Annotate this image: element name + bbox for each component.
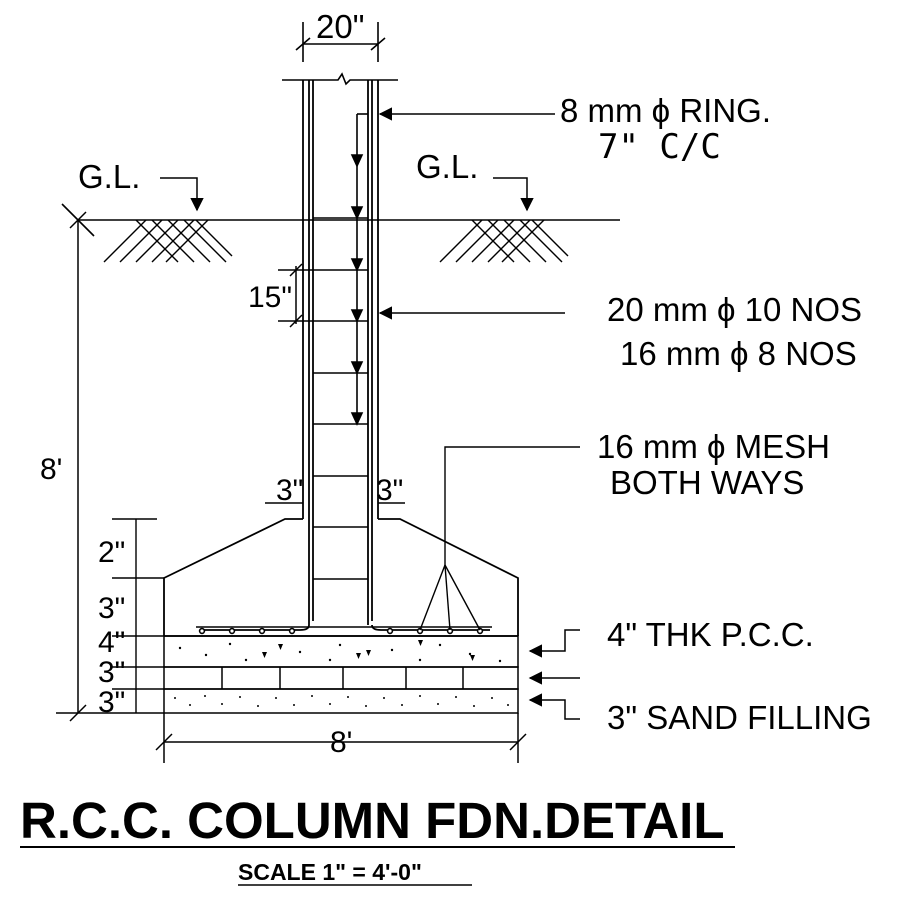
mesh-label: 16 mm ϕ MESH <box>597 428 830 465</box>
footing <box>163 518 519 637</box>
ring-stirrups <box>313 217 368 580</box>
layer-4-label: 4" <box>98 626 125 659</box>
pcc-label: 4" THK P.C.C. <box>607 616 814 653</box>
soil-hatch-left <box>103 219 233 263</box>
ring-label: 8 mm ϕ RING. <box>560 92 771 129</box>
layer-2-label: 2" <box>98 536 125 569</box>
ground-level-label-right: G.L. <box>416 148 478 185</box>
pcc-aggregate <box>178 640 502 663</box>
bars-label-16mm: 16 mm ϕ 8 NOS <box>620 335 857 372</box>
layer-3c-label: 3" <box>98 686 125 719</box>
footing-width-dimension <box>155 713 527 763</box>
footing-width-label: 8' <box>330 726 352 759</box>
ring-spacing-label: 15" <box>248 281 292 314</box>
layer-3-label: 3" <box>98 592 125 625</box>
mesh-leader <box>419 446 580 631</box>
offset-right-label: 3" <box>376 474 403 507</box>
bars-label-20mm: 20 mm ϕ 10 NOS <box>607 291 862 328</box>
column <box>200 80 490 631</box>
ring-spacing-text: 7" C/C <box>598 127 721 167</box>
mesh-bars <box>196 626 492 635</box>
gl-leader-left <box>160 177 204 212</box>
drawing-scale: SCALE 1" = 4'-0" <box>238 859 422 885</box>
sand-layer <box>163 688 519 714</box>
ring-spacing-dimension <box>278 263 313 328</box>
soil-hatch-right <box>439 219 569 263</box>
pcc-sand-leaders <box>528 629 580 720</box>
pcc-layer <box>163 635 519 668</box>
gl-leader-right <box>493 177 534 212</box>
ground-level-label-left: G.L. <box>78 158 140 195</box>
column-width-label: 20" <box>316 8 364 45</box>
sand-dots <box>174 695 509 707</box>
layer-3b-label: 3" <box>98 656 125 689</box>
depth-dimension <box>56 211 164 722</box>
break-line <box>282 72 398 86</box>
layer-dimensions <box>112 518 164 713</box>
drawing-title: R.C.C. COLUMN FDN.DETAIL <box>20 792 725 849</box>
depth-label: 8' <box>40 453 62 486</box>
ring-arrows <box>350 113 368 426</box>
mesh-label-both-ways: BOTH WAYS <box>610 464 804 501</box>
column-width-dimension <box>295 22 386 62</box>
sand-filling-label: 3" SAND FILLING <box>607 699 872 736</box>
brick-layer <box>163 666 519 690</box>
offset-left-label: 3" <box>276 474 303 507</box>
